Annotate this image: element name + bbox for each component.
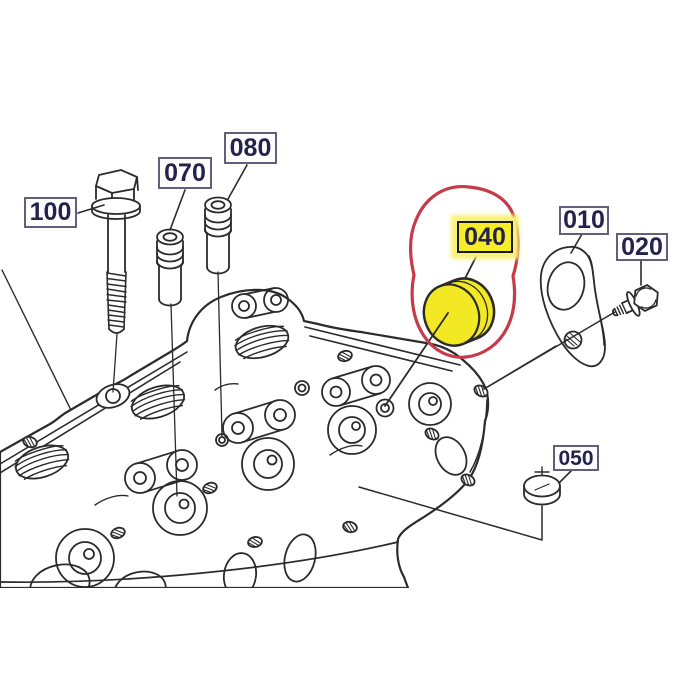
part-label-020[interactable]: 020 bbox=[616, 233, 668, 261]
part-label-070[interactable]: 070 bbox=[158, 157, 212, 189]
leader-line-020b bbox=[483, 311, 616, 390]
part-label-080[interactable]: 080 bbox=[224, 132, 277, 164]
cylinder-head-drawing bbox=[0, 287, 491, 588]
part-label-050[interactable]: 050 bbox=[553, 445, 599, 471]
leader-line-070b bbox=[170, 303, 178, 497]
leader-line-050 bbox=[558, 469, 573, 484]
part-label-010[interactable]: 010 bbox=[559, 206, 609, 235]
rocker-pedestals bbox=[124, 287, 391, 494]
bolt-020-part bbox=[611, 284, 659, 317]
valve-guide-070-part bbox=[156, 228, 184, 307]
valve-recesses bbox=[55, 382, 452, 588]
head-bolt-hole bbox=[95, 383, 131, 409]
cap-040-part bbox=[422, 277, 496, 347]
valve-guide-080-part bbox=[204, 196, 232, 275]
selection-circle bbox=[408, 185, 520, 359]
leader-line-100b bbox=[112, 333, 118, 393]
part-label-100[interactable]: 100 bbox=[24, 197, 77, 228]
leader-line-100 bbox=[77, 204, 105, 214]
leader-line-050b bbox=[358, 486, 543, 541]
leader-line-080 bbox=[227, 164, 248, 200]
leader-line-010 bbox=[570, 233, 583, 254]
part-label-040[interactable]: 040 bbox=[457, 221, 513, 253]
head-bolt-part bbox=[91, 169, 141, 334]
cup-plug-050-part bbox=[523, 466, 561, 506]
leader-line-070 bbox=[169, 189, 186, 231]
leader-line-080b bbox=[217, 271, 223, 437]
hanger-010-part bbox=[539, 245, 606, 368]
leader-line-040b bbox=[384, 312, 449, 407]
